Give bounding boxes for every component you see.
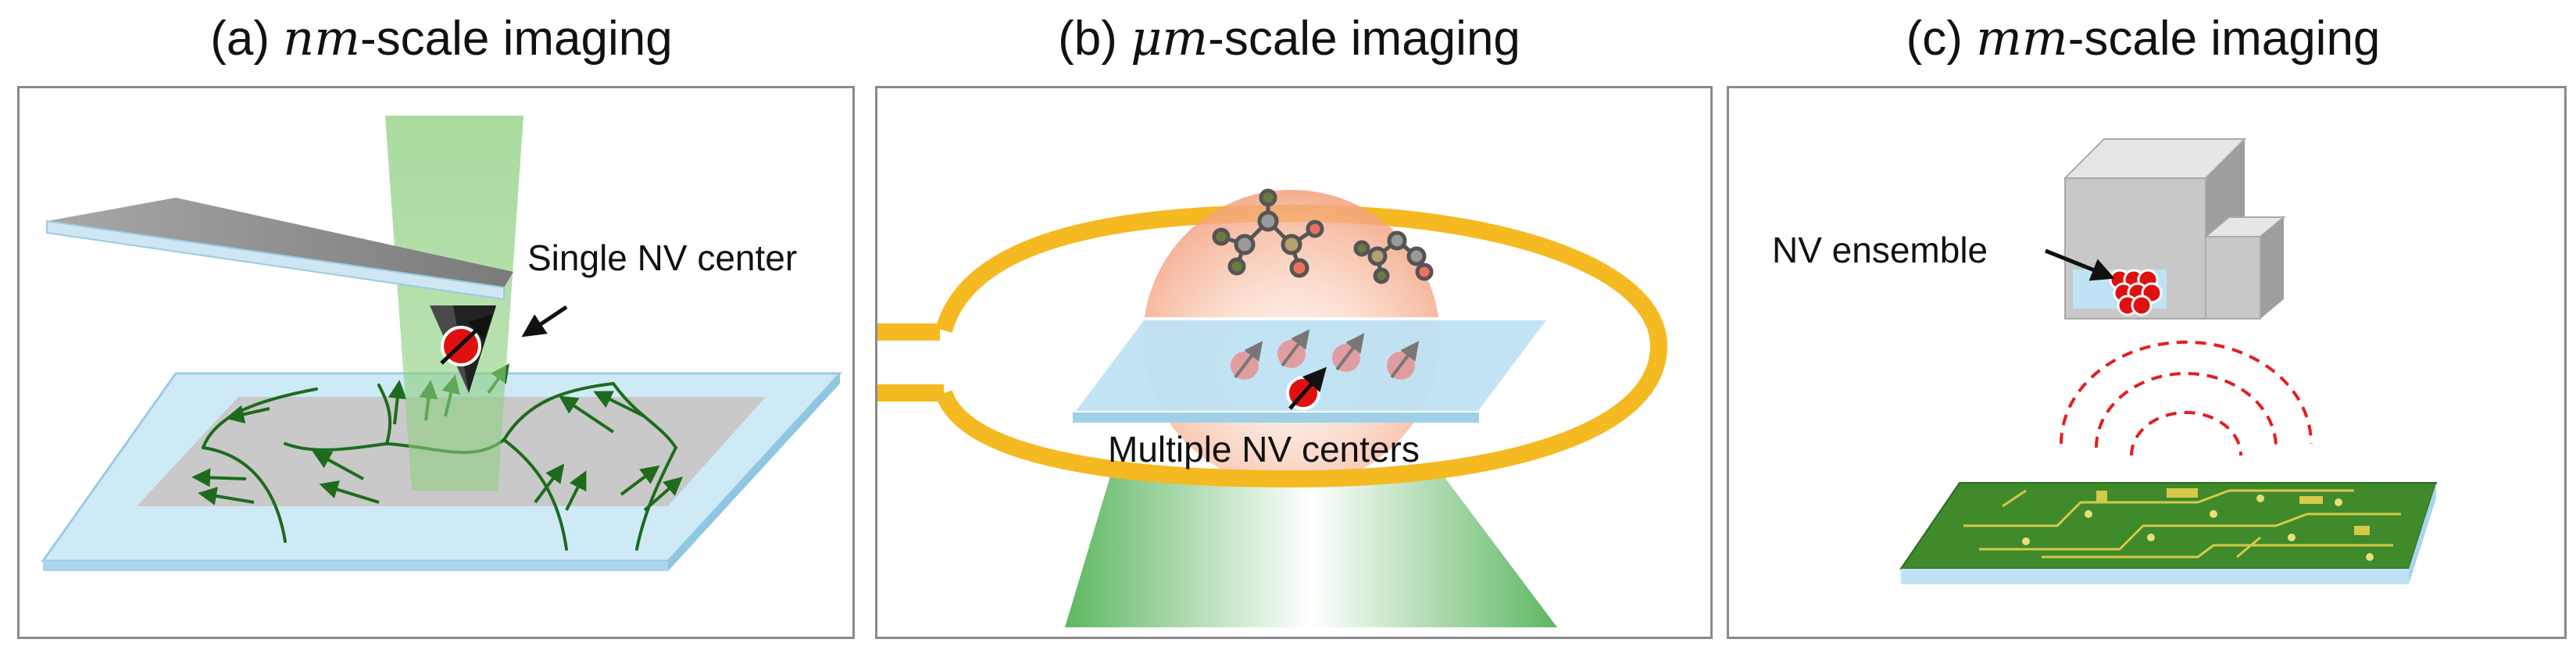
panel-c-frame: NV ensemble (1727, 86, 2567, 639)
panel-a-title: (a) nm-scale imaging (16, 3, 867, 73)
panel-c-math: mm (1976, 9, 2068, 66)
panel-b-math: μm (1131, 9, 1209, 66)
nv-ensemble-label: NV ensemble (1772, 230, 1988, 270)
panel-c-illustration (1899, 138, 2438, 584)
excitation-light-cone (1065, 471, 1557, 627)
label-pointer-arrow (521, 305, 568, 337)
multiple-nv-centers (1231, 329, 1420, 410)
laser-beam (385, 116, 523, 491)
panel-a-prefix: (a) (210, 12, 284, 66)
panel-c-title: (c) mm-scale imaging (1727, 3, 2560, 73)
microwave-coil-front (935, 345, 1667, 488)
panel-b-prefix: (b) (1058, 12, 1131, 66)
circuit-board (1899, 482, 2438, 584)
panel-b-title: (b) μm-scale imaging (875, 3, 1703, 73)
nv-ensemble (2109, 269, 2163, 316)
panel-a-math: nm (283, 9, 360, 66)
panel-a-frame: Single NV center (17, 86, 855, 639)
coil-leads (877, 323, 944, 402)
panel-a-illustration (41, 116, 843, 571)
single-nv-center (440, 314, 493, 366)
ensemble-pointer-arrow (2045, 248, 2115, 281)
panel-b-suffix: -scale imaging (1208, 12, 1520, 66)
afm-cantilever (46, 198, 513, 301)
panel-b-illustration (877, 188, 1667, 627)
signal-waves (2060, 341, 2313, 456)
panel-a-suffix: -scale imaging (360, 12, 673, 66)
panel-c-suffix: -scale imaging (2067, 12, 2381, 66)
molecule-2 (1353, 230, 1434, 284)
single-nv-label: Single NV center (527, 237, 798, 278)
molecule-1 (1212, 188, 1324, 278)
diamond-plate (1070, 317, 1552, 423)
panel-b-frame: Multiple NV centers (875, 86, 1713, 639)
multiple-nv-label: Multiple NV centers (1108, 429, 1420, 470)
panel-c-prefix: (c) (1906, 12, 1977, 66)
sensor-head (2063, 138, 2286, 320)
